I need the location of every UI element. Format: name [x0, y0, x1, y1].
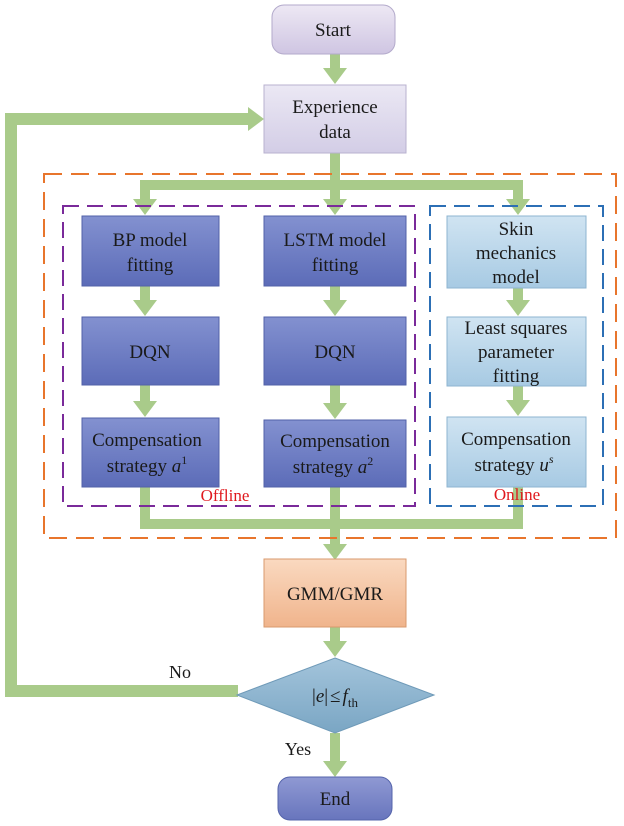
experience-data-node: Experience data — [263, 84, 407, 154]
decision-node: |e|≤fth — [235, 657, 436, 734]
skin-label-line3: model — [492, 267, 540, 288]
bp-label-line2: fitting — [127, 255, 174, 276]
no-label: No — [169, 662, 191, 682]
comp1-label-line1: Compensation — [92, 430, 202, 451]
lstm-model-fitting-node: LSTM model fitting — [263, 215, 407, 287]
offline-label: Offline — [201, 486, 250, 505]
dqn-node-1: DQN — [81, 316, 220, 386]
comp1-label-line2: strategy a1 — [107, 453, 187, 477]
end-label: End — [320, 789, 351, 810]
comp2-label-line1: Compensation — [280, 431, 390, 452]
online-dashed-region — [429, 205, 604, 507]
skin-mechanics-model-node: Skin mechanics model — [446, 215, 587, 289]
compensation-strategy-a1-node: Compensation strategy a1 — [81, 417, 220, 488]
gmm-label: GMM/GMR — [287, 584, 383, 605]
gmm-gmr-node: GMM/GMR — [263, 558, 407, 628]
yes-label: Yes — [285, 739, 311, 759]
dqn-node-2: DQN — [263, 316, 407, 386]
decision-condition: |e|≤fth — [312, 686, 358, 710]
dqn-label-2: DQN — [314, 342, 355, 363]
comp2-label-line2: strategy a2 — [293, 454, 373, 478]
online-label: Online — [494, 485, 540, 504]
lsq-label-line3: fitting — [493, 366, 540, 387]
compensation-strategy-a2-node: Compensation strategy a2 — [263, 419, 407, 488]
least-squares-fitting-node: Least squares parameter fitting — [446, 316, 587, 387]
experience-label-line2: data — [319, 122, 351, 143]
experience-label-line1: Experience — [292, 97, 377, 118]
compensation-strategy-us-node: Compensation strategy us — [446, 416, 587, 488]
dqn-label-1: DQN — [129, 342, 170, 363]
skin-label-line1: Skin — [499, 219, 534, 240]
lstm-label-line2: fitting — [312, 255, 359, 276]
comp3-label-line2: strategy us — [474, 452, 553, 476]
start-label: Start — [315, 20, 352, 41]
outer-dashed-region — [43, 173, 617, 539]
bp-model-fitting-node: BP model fitting — [81, 215, 220, 287]
skin-label-line2: mechanics — [476, 243, 556, 264]
start-node: Start — [271, 4, 396, 55]
lsq-label-line1: Least squares — [465, 318, 568, 339]
lstm-label-line1: LSTM model — [284, 230, 387, 251]
comp3-label-line1: Compensation — [461, 429, 571, 450]
offline-dashed-region — [62, 205, 416, 507]
end-node: End — [277, 776, 393, 821]
lsq-label-line2: parameter — [478, 342, 555, 363]
bp-label-line1: BP model — [113, 230, 188, 251]
connectors — [5, 54, 530, 777]
